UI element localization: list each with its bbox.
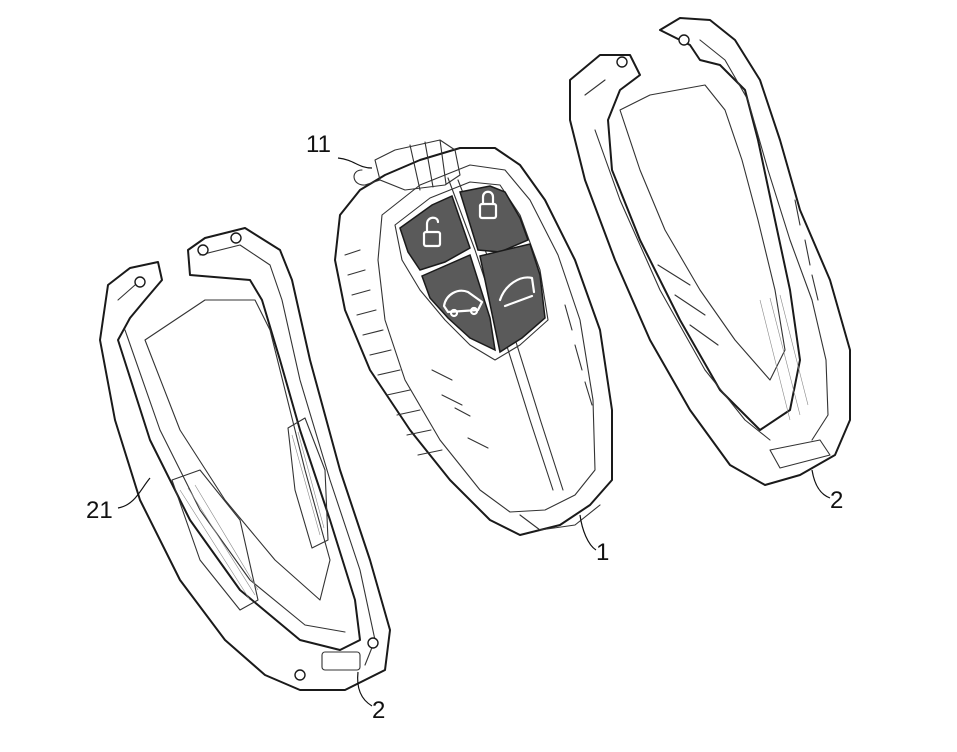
unlock-icon — [422, 216, 442, 248]
left-cover-body — [99, 227, 391, 691]
right-cover-screw-hole-1 — [616, 56, 628, 68]
lock-icon — [478, 190, 498, 220]
key-fob-ring-11 — [353, 169, 381, 186]
key-fob-deco-lines — [431, 304, 593, 449]
reference-label-2-left: 2 — [372, 697, 385, 724]
reference-label-21: 21 — [86, 497, 113, 524]
left-cover-screw-hole-2 — [197, 244, 209, 256]
leader-11 — [337, 157, 373, 169]
right-cover-ribs — [657, 199, 819, 346]
leader-2-left — [357, 671, 373, 707]
left-cover-diamond-rib-right — [287, 417, 329, 549]
left-cover-screw-hole-1 — [134, 276, 146, 288]
tailgate-icon — [498, 276, 536, 308]
trunk-icon — [442, 289, 484, 318]
left-cover-latch-slot — [321, 651, 361, 671]
leader-2-right — [811, 469, 831, 499]
reference-label-2-right: 2 — [830, 487, 843, 514]
left-cover-screw-hole-4 — [294, 669, 306, 681]
left-cover-screw-hole-5 — [367, 637, 379, 649]
key-fob-body — [334, 147, 613, 536]
right-cover-window-outline — [619, 84, 786, 381]
key-fob-top-face — [377, 164, 596, 513]
key-fob-button-panel — [394, 181, 549, 361]
right-cover-screw-hole-2 — [678, 34, 690, 46]
right-cover-shading — [759, 294, 809, 421]
key-fob-bottom-tab — [519, 504, 601, 531]
left-cover-inner-rim — [117, 244, 376, 666]
leader-1 — [579, 514, 597, 551]
left-cover-shading — [179, 431, 325, 601]
right-cover-inner-rim — [584, 39, 829, 441]
button-tailgate[interactable] — [479, 243, 546, 354]
right-cover-bottom-slot — [769, 439, 831, 469]
left-cover-window-outline — [144, 299, 331, 601]
reference-label-11: 11 — [306, 131, 331, 158]
right-cover-half — [569, 17, 851, 486]
leader-21 — [117, 477, 151, 509]
left-cover-diamond-rib — [171, 469, 259, 611]
key-fob-ring-mount — [374, 139, 461, 191]
left-cover-screw-hole-3 — [230, 232, 242, 244]
key-fob — [334, 139, 613, 536]
key-fob-side-grip — [344, 249, 443, 456]
button-trunk[interactable] — [421, 253, 496, 352]
reference-label-1: 1 — [596, 539, 609, 566]
left-cover-half — [99, 227, 391, 691]
